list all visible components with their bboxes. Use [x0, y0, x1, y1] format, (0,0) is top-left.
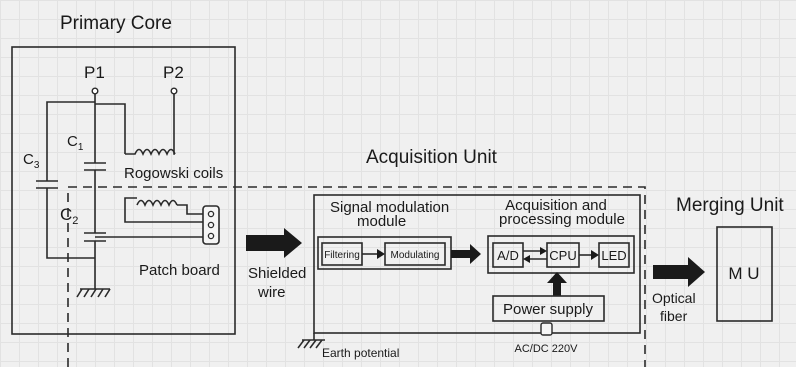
c2-label: C2	[60, 205, 78, 227]
filtering-to-modulating-arrowhead	[377, 249, 385, 259]
power-supply-arrow	[547, 272, 567, 296]
merging-unit-title: Merging Unit	[676, 195, 784, 216]
rogowski-coils-label: Rogowski coils	[124, 165, 223, 182]
terminal-p2-label: P2	[163, 63, 184, 82]
ground-symbol-earth	[297, 333, 325, 349]
earth-potential-label: Earth potential	[322, 346, 399, 360]
capacitor-c3	[36, 101, 95, 259]
cpu-to-led-arrowhead	[591, 250, 599, 260]
primary-core-box	[11, 46, 236, 335]
acquisition-unit-title: Acquisition Unit	[366, 147, 498, 168]
filtering-label: Filtering	[324, 250, 360, 261]
merging-unit-label: M U	[728, 264, 759, 283]
c1-label: C1	[67, 133, 84, 153]
acq-processing-title-line2: processing module	[499, 211, 625, 228]
acquisition-processing-module	[487, 235, 635, 274]
modulating-block	[384, 242, 446, 266]
power-connector	[540, 322, 553, 336]
acq-processing-title-line1: Acquisition and	[505, 197, 607, 214]
primary-core-title: Primary Core	[60, 13, 172, 34]
c3-label: C3	[23, 151, 40, 171]
power-supply-block	[492, 295, 605, 322]
signal-modulation-title-line1: Signal modulation	[330, 199, 449, 216]
shielded-wire-label-line2: wire	[257, 284, 286, 301]
shielded-wire-label-line1: Shielded	[248, 265, 306, 282]
ac-dc-label: AC/DC 220V	[515, 343, 579, 355]
merging-unit-box	[716, 226, 773, 322]
optical-fiber-label-line1: Optical	[652, 290, 696, 306]
terminal-p1-label: P1	[84, 63, 105, 82]
rogowski-coil-upper	[95, 94, 176, 156]
optical-fiber-arrow	[653, 257, 705, 287]
ad-cpu-bidirectional-arrow	[523, 247, 547, 263]
capacitor-divider	[84, 94, 106, 289]
signal-modulation-title-line2: module	[357, 213, 406, 230]
rogowski-coil-lower	[95, 197, 205, 238]
terminal-p1	[91, 87, 99, 95]
power-supply-label: Power supply	[503, 301, 594, 318]
led-label: LED	[601, 248, 626, 263]
cpu-label: CPU	[549, 248, 576, 263]
shielded-wire-arrow	[246, 228, 302, 258]
modulating-label: Modulating	[391, 250, 440, 261]
modulation-to-acquisition-arrow	[451, 244, 481, 264]
ground-symbol-core	[76, 288, 111, 298]
terminal-p2	[170, 87, 178, 95]
ad-block	[492, 242, 524, 268]
led-block	[598, 242, 630, 268]
ad-label: A/D	[497, 248, 519, 263]
patch-board-connector	[202, 205, 220, 245]
acquisition-unit-box	[313, 194, 641, 334]
optical-fiber-label-line2: fiber	[660, 308, 688, 324]
acquisition-unit-boundary	[67, 186, 646, 367]
patch-board-label: Patch board	[139, 262, 220, 279]
